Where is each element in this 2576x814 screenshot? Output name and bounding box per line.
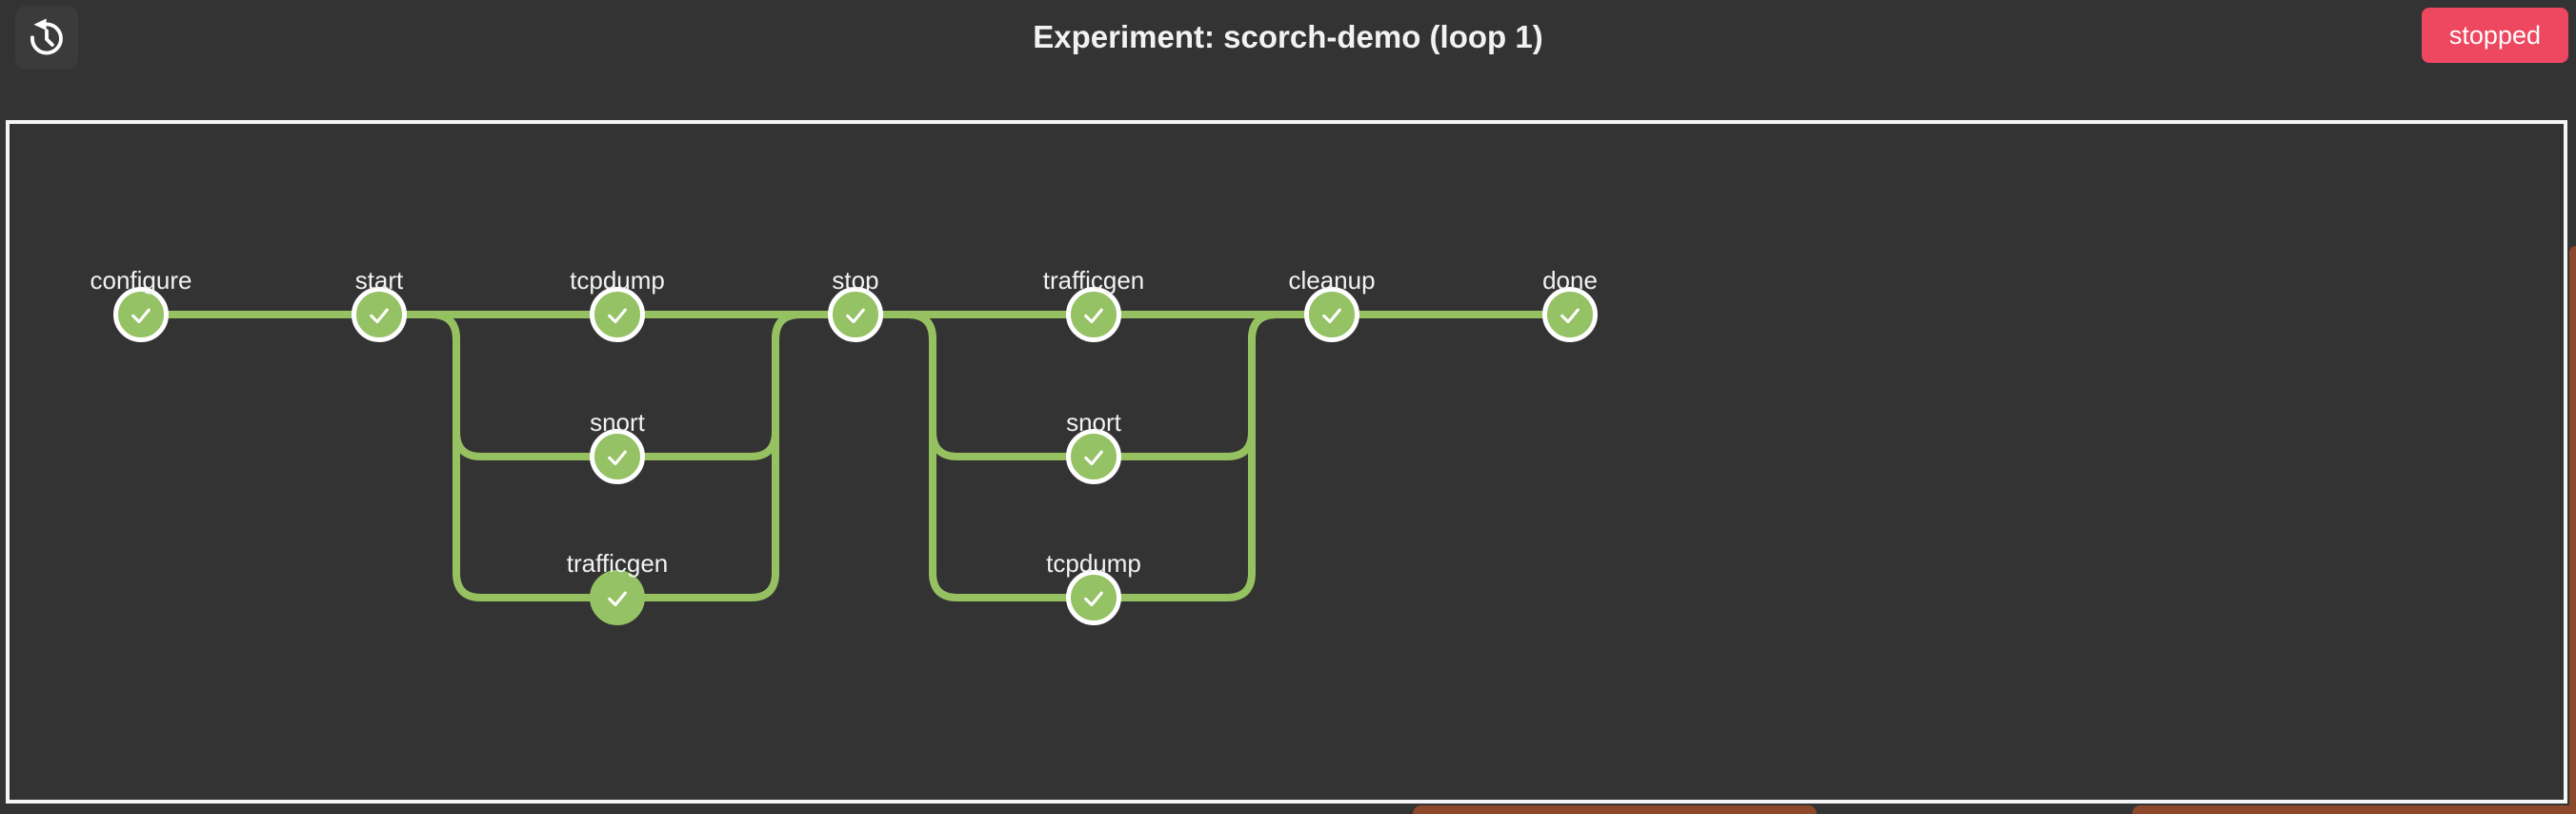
stage-label-configure: configure — [90, 266, 192, 295]
status-badge[interactable]: stopped — [2421, 8, 2568, 63]
stage-node-start[interactable]: start — [352, 266, 407, 342]
stage-node-trafficgen-2[interactable]: trafficgen — [1043, 266, 1144, 342]
stage-node-stop[interactable]: stop — [828, 266, 883, 342]
check-icon — [370, 308, 389, 324]
stage-node-tcpdump-1[interactable]: tcpdump — [570, 266, 665, 342]
check-icon — [1322, 308, 1341, 324]
stage-label-trafficgen-1: trafficgen — [566, 549, 669, 578]
stage-label-trafficgen-2: trafficgen — [1042, 266, 1145, 295]
check-icon — [131, 308, 151, 324]
page-title: Experiment: scorch-demo (loop 1) — [1033, 19, 1543, 54]
check-icon — [1084, 450, 1103, 466]
stage-label-tcpdump-2: tcpdump — [1046, 549, 1141, 578]
stage-node-trafficgen-1[interactable]: trafficgen — [567, 549, 668, 625]
stage-label-tcpdump-1: tcpdump — [570, 266, 665, 295]
check-icon — [608, 450, 627, 466]
history-icon — [30, 17, 63, 54]
stage-label-snort-2: snort — [1066, 408, 1121, 437]
stage-node-done[interactable]: done — [1542, 266, 1598, 342]
stage-node-configure[interactable]: configure — [91, 266, 191, 342]
check-icon — [1084, 591, 1103, 607]
check-icon — [608, 591, 627, 607]
stage-node-tcpdump-2[interactable]: tcpdump — [1046, 549, 1141, 625]
stage-label-snort-1: snort — [590, 408, 645, 437]
stage-label-done: done — [1542, 266, 1598, 295]
check-icon — [846, 308, 865, 324]
clipped-element-right-edge — [2569, 246, 2576, 814]
stage-node-snort-2[interactable]: snort — [1066, 408, 1121, 484]
clipped-element-bottom-left — [1413, 805, 1817, 814]
stage-node-snort-1[interactable]: snort — [590, 408, 645, 484]
check-icon — [1560, 308, 1580, 324]
clipped-element-bottom-right — [2132, 805, 2576, 814]
stage-node-cleanup[interactable]: cleanup — [1288, 266, 1376, 342]
pipeline-panel — [6, 120, 2567, 804]
check-icon — [608, 308, 627, 324]
check-icon — [1084, 308, 1103, 324]
stage-label-stop: stop — [832, 266, 879, 295]
stage-label-start: start — [354, 266, 404, 295]
stage-label-cleanup: cleanup — [1288, 266, 1376, 295]
history-button[interactable] — [15, 6, 78, 70]
